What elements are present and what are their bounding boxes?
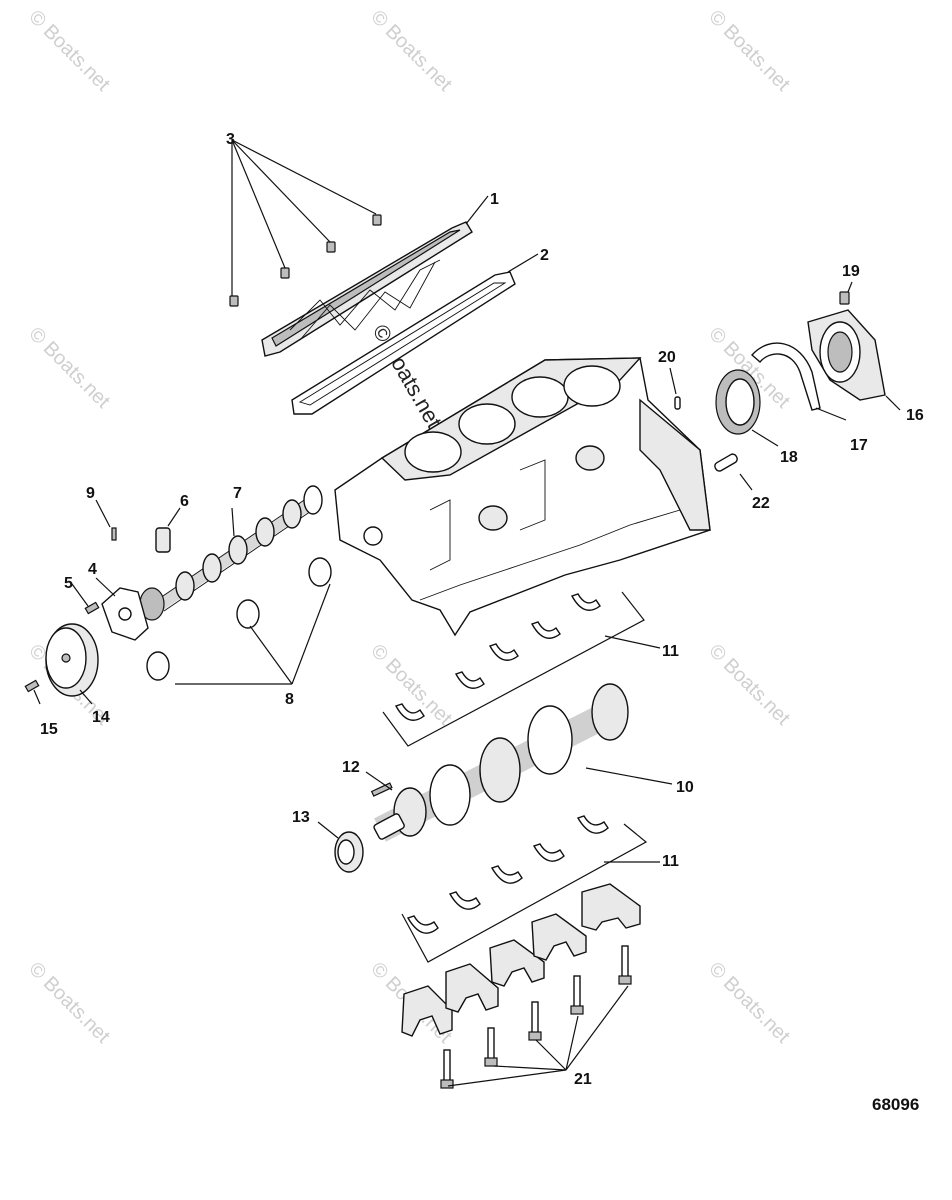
callout-19: 19 [842, 263, 860, 280]
callout-15: 15 [40, 721, 58, 738]
camshaft-key-part [111, 527, 117, 541]
callout-1: 1 [490, 191, 499, 208]
watermark: © Boats.net [704, 6, 794, 96]
callout-2: 2 [540, 247, 549, 264]
callout-11-lower: 11 [662, 853, 679, 870]
callout-12: 12 [342, 759, 360, 776]
diagram-code: 68096 [872, 1095, 919, 1114]
engine-block-part [334, 357, 711, 637]
callout-9: 9 [86, 485, 95, 502]
callout-11-upper: 11 [662, 643, 679, 660]
thrust-plate-part [101, 587, 149, 641]
callout-8: 8 [285, 691, 294, 708]
cam-gear-bolt [24, 679, 40, 693]
watermark: © Boats.net [704, 958, 794, 1048]
thrust-plate-bolt [84, 601, 100, 615]
seal-housing-bolt [839, 291, 850, 305]
leader-lines [33, 139, 901, 1087]
lifter-part [155, 527, 171, 553]
watermark: © Boats.net [704, 640, 794, 730]
valley-cover-bolts [229, 214, 382, 307]
callout-5: 5 [64, 575, 73, 592]
callout-17: 17 [850, 437, 868, 454]
callout-7: 7 [233, 485, 242, 502]
valley-cover-part [261, 221, 473, 357]
watermark: © Boats.net [366, 6, 456, 96]
main-cap-bolts-part [440, 945, 632, 1089]
seal-housing-part [807, 309, 886, 401]
cam-bearings-part [146, 557, 332, 681]
callout-20: 20 [658, 349, 676, 366]
callout-10: 10 [676, 779, 694, 796]
callout-18: 18 [780, 449, 798, 466]
seal-housing-gasket-part [751, 342, 821, 411]
crankshaft-part [373, 683, 629, 842]
callout-4: 4 [88, 561, 97, 578]
callout-21: 21 [574, 1071, 592, 1088]
main-bearings-upper-part [394, 593, 601, 721]
dowel-pins [674, 396, 738, 472]
crankshaft-key-part [370, 782, 393, 797]
rear-main-seal-part [715, 369, 761, 435]
main-caps-part [401, 883, 641, 1037]
callout-14: 14 [92, 709, 110, 726]
main-bearings-lower-part [406, 815, 609, 934]
watermark: © Boats.net [24, 6, 114, 96]
callout-6: 6 [180, 493, 189, 510]
callout-13: 13 [292, 809, 310, 826]
callout-3: 3 [226, 131, 235, 148]
callout-22: 22 [752, 495, 770, 512]
watermark: © Boats.net [24, 323, 114, 413]
camshaft-part [139, 485, 323, 621]
cam-gear-part [45, 623, 99, 697]
callout-16: 16 [906, 407, 924, 424]
watermark: © Boats.net [24, 958, 114, 1048]
crank-gear-part [334, 831, 364, 873]
callout-labels: 1 2 3 4 5 6 7 8 9 10 11 11 12 13 14 15 1… [40, 131, 924, 1088]
valley-gasket-part [291, 271, 516, 415]
